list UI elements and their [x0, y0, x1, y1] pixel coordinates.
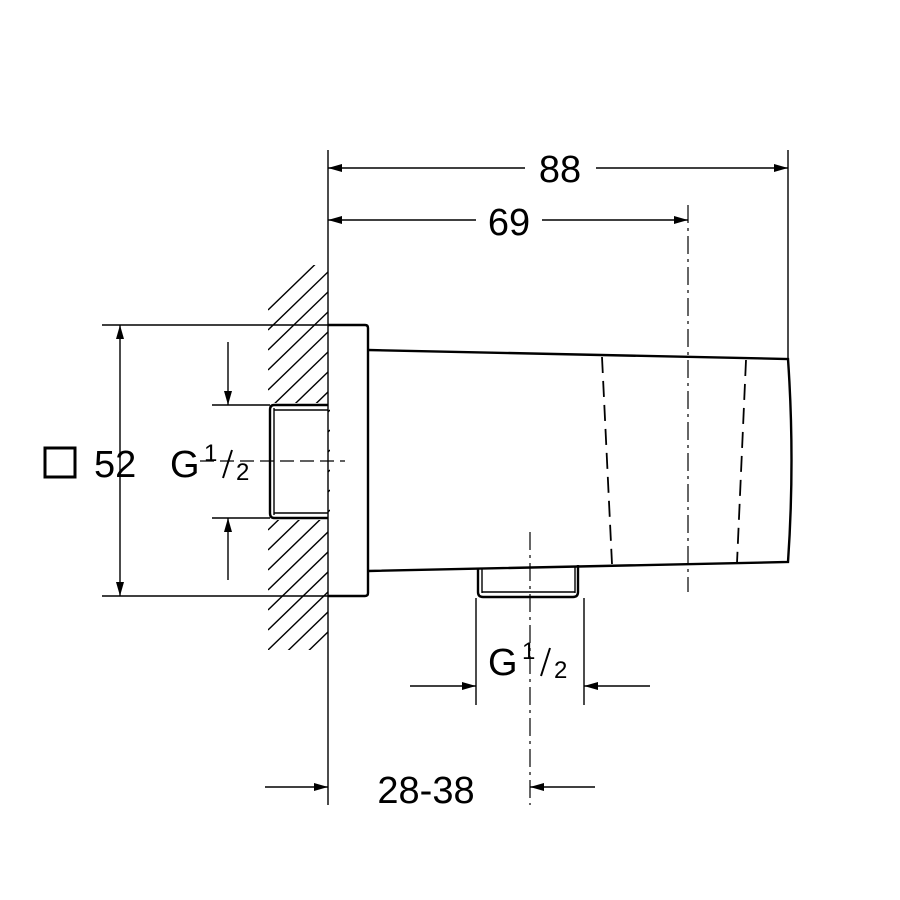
thread-numerator: 1	[522, 638, 535, 665]
thread-denominator: 2	[554, 657, 567, 684]
hatch-line	[268, 509, 330, 571]
hatch-line	[268, 629, 330, 650]
hatch-line	[268, 289, 330, 351]
hatch-line	[268, 710, 330, 770]
hatch-line	[268, 549, 330, 611]
hatch-line	[268, 269, 330, 331]
hatch-line	[268, 649, 330, 650]
hidden-edge	[601, 356, 613, 565]
hatch-line	[268, 349, 330, 411]
hatch-line	[268, 369, 330, 431]
dimension-label-69: 69	[488, 202, 530, 244]
thread-letter: G	[170, 444, 200, 486]
hatch-line	[268, 489, 330, 551]
hatch-line	[268, 309, 330, 371]
hatch-line	[268, 569, 330, 631]
hatch-line	[268, 389, 330, 451]
square-symbol-icon	[43, 446, 77, 479]
holder-body	[367, 348, 793, 573]
hatch-line	[268, 670, 330, 730]
wall-hatch	[268, 265, 330, 770]
wall-thread-label: G 1 2	[170, 440, 249, 486]
hatch-line	[268, 429, 330, 491]
dimension-label-wall-range: 28-38	[377, 770, 474, 812]
hidden-edge	[736, 359, 747, 564]
hatch-line	[268, 329, 330, 391]
outlet-thread-label: G 1 2	[488, 638, 567, 684]
thread-numerator: 1	[204, 440, 217, 467]
hatch-line	[268, 690, 330, 750]
dimension-label-52: 52	[94, 444, 136, 486]
hatch-line	[268, 529, 330, 591]
thread-letter: G	[488, 642, 518, 684]
flange	[328, 323, 370, 598]
hatch-line	[268, 469, 330, 531]
thread-denominator: 2	[236, 459, 249, 486]
hatch-line	[268, 265, 330, 311]
hatch-line	[268, 609, 330, 650]
dimension-label-88: 88	[539, 149, 581, 191]
wall-thread	[200, 403, 345, 520]
hatch-line	[268, 449, 330, 511]
hatch-line	[268, 589, 330, 650]
outlet-thread	[476, 565, 580, 599]
